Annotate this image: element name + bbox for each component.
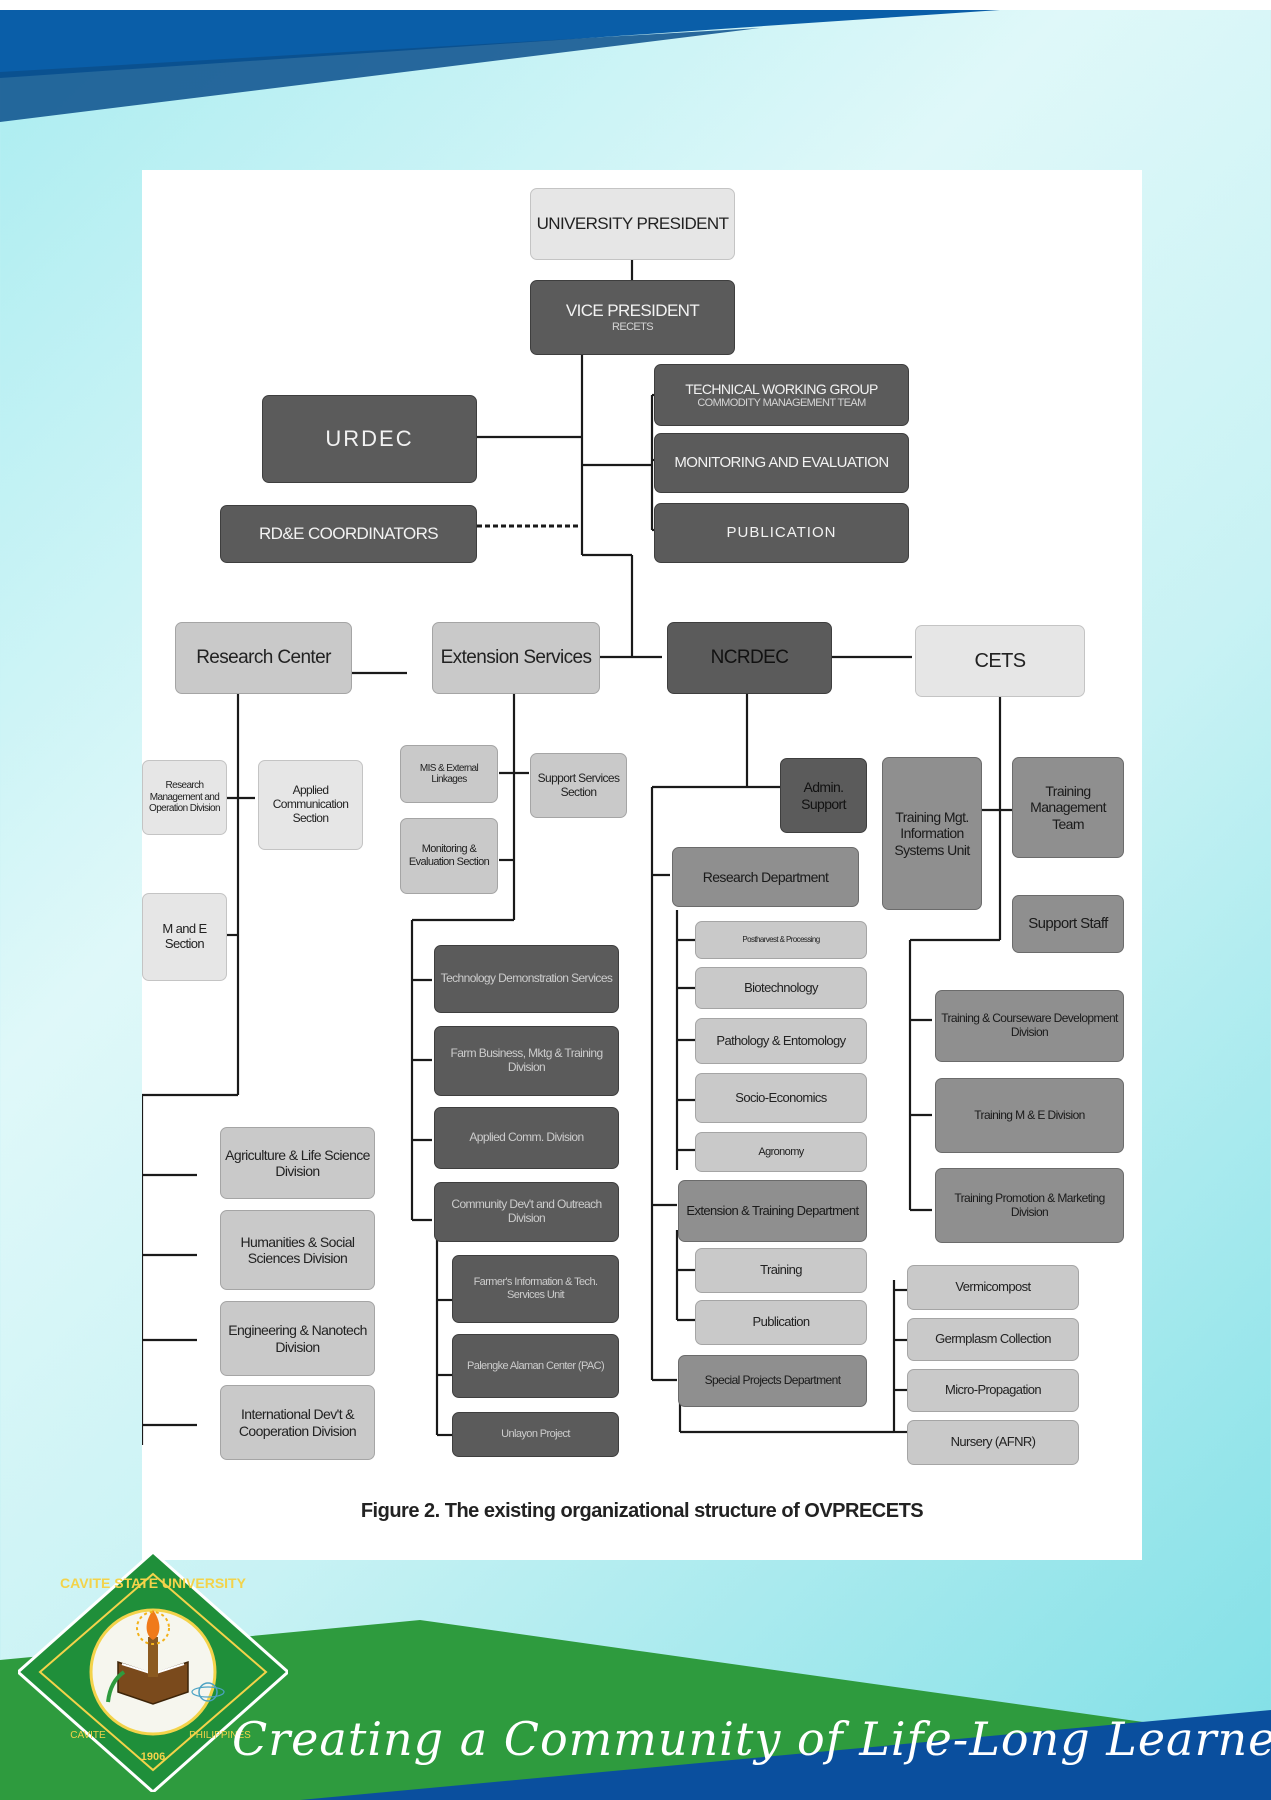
seal-year-text: 1906 xyxy=(141,1751,165,1763)
node-nursery: Nursery (AFNR) xyxy=(907,1420,1079,1465)
node-applied-comm-division: Applied Comm. Division xyxy=(434,1107,619,1169)
node-ncrdec: NCRDEC xyxy=(667,622,832,694)
node-germplasm-collection: Germplasm Collection xyxy=(907,1318,1079,1361)
node-extension-services: Extension Services xyxy=(432,622,600,694)
node-research-management-division: Research Management and Operation Divisi… xyxy=(142,760,227,835)
university-seal-logo: CAVITE STATE UNIVERSITY CAVITE PHILIPPIN… xyxy=(18,1552,288,1792)
figure-caption: Figure 2. The existing organizational st… xyxy=(360,1500,924,1522)
node-training-promotion: Training Promotion & Marketing Division xyxy=(935,1168,1124,1243)
node-pathology-entomology: Pathology & Entomology xyxy=(695,1018,867,1064)
node-cets: CETS xyxy=(915,625,1085,697)
node-research-center: Research Center xyxy=(175,622,352,694)
node-agronomy: Agronomy xyxy=(695,1132,867,1172)
top-white-strip xyxy=(0,0,1271,10)
node-biotechnology: Biotechnology xyxy=(695,967,867,1009)
node-support-staff: Support Staff xyxy=(1012,895,1124,953)
node-socio-economics: Socio-Economics xyxy=(695,1073,867,1123)
node-international-devt: International Dev't & Cooperation Divisi… xyxy=(220,1385,375,1460)
node-training-me-division: Training M & E Division xyxy=(935,1078,1124,1153)
node-technology-demonstration: Technology Demonstration Services xyxy=(434,945,619,1013)
tagline-text: Creating a Community of Life-Long Learne… xyxy=(232,1712,1271,1766)
node-monitoring-evaluation-section: Monitoring & Evaluation Section xyxy=(400,818,498,894)
node-training-management-team: Training Management Team xyxy=(1012,757,1124,858)
node-publication-unit: Publication xyxy=(695,1300,867,1345)
node-support-services-section: Support Services Section xyxy=(530,753,627,818)
node-palengke-alaman: Palengke Alaman Center (PAC) xyxy=(452,1334,619,1398)
node-mis-external-linkages: MIS & External Linkages xyxy=(400,745,498,803)
seal-bottom-right-text: PHILIPPINES xyxy=(189,1730,251,1741)
seal-top-text: CAVITE STATE UNIVERSITY xyxy=(60,1575,247,1591)
node-training-courseware: Training & Courseware Development Divisi… xyxy=(935,990,1124,1062)
node-university-president: UNIVERSITY PRESIDENT xyxy=(530,188,735,260)
node-training-mgt-info: Training Mgt. Information Systems Unit xyxy=(882,757,982,910)
node-micro-propagation: Micro-Propagation xyxy=(907,1369,1079,1412)
node-farm-business: Farm Business, Mktg & Training Division xyxy=(434,1026,619,1096)
node-research-department: Research Department xyxy=(672,847,859,907)
node-rde-coordinators: RD&E COORDINATORS xyxy=(220,505,477,563)
node-extension-training-department: Extension & Training Department xyxy=(678,1180,867,1242)
node-training: Training xyxy=(695,1248,867,1293)
top-blue-shadow xyxy=(0,28,760,122)
node-applied-communication-section: Applied Communication Section xyxy=(258,760,363,850)
node-monitoring-evaluation: MONITORING AND EVALUATION xyxy=(654,433,909,493)
node-agriculture-life-science: Agriculture & Life Science Division xyxy=(220,1127,375,1199)
bottom-blue-band xyxy=(300,1710,1271,1800)
node-humanities-social-sciences: Humanities & Social Sciences Division xyxy=(220,1210,375,1290)
node-publication: PUBLICATION xyxy=(654,503,909,563)
node-postharvest: Postharvest & Processing xyxy=(695,921,867,959)
node-vermicompost: Vermicompost xyxy=(907,1265,1079,1310)
bottom-banner-band xyxy=(0,1620,1271,1800)
node-community-devt-outreach: Community Dev't and Outreach Division xyxy=(434,1182,619,1242)
node-unlayon-project: Unlayon Project xyxy=(452,1412,619,1457)
top-banner-band xyxy=(0,0,1271,122)
seal-bottom-left-text: CAVITE xyxy=(70,1730,106,1741)
node-admin-support: Admin. Support xyxy=(780,758,867,833)
node-engineering-nanotech: Engineering & Nanotech Division xyxy=(220,1301,375,1376)
node-special-projects-department: Special Projects Department xyxy=(678,1355,867,1407)
node-urdec: URDEC xyxy=(262,395,477,483)
node-m-and-e-section: M and E Section xyxy=(142,893,227,981)
node-farmers-information: Farmer's Information & Tech. Services Un… xyxy=(452,1255,619,1323)
